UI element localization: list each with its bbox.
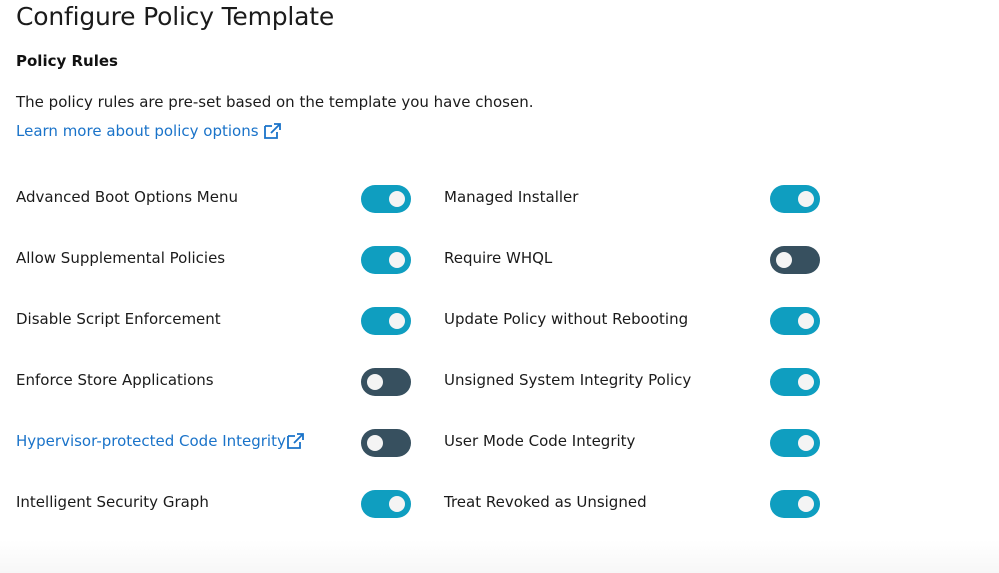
toggle-advanced-boot-options-menu[interactable] [361,185,411,213]
page-title: Configure Policy Template [16,2,335,31]
rule-label: User Mode Code Integrity [444,432,636,450]
toggle-intelligent-security-graph[interactable] [361,490,411,518]
external-link-icon [286,433,304,449]
rule-disable-script-enforcement: Disable Script Enforcement [16,304,221,334]
toggle-knob [389,496,405,512]
section-description: The policy rules are pre-set based on th… [16,93,534,111]
toggle-knob [798,435,814,451]
hypervisor-protected-code-integrity-link[interactable]: Hypervisor-protected Code Integrity [16,432,306,450]
toggle-knob [367,435,383,451]
toggle-knob [798,496,814,512]
rule-label: Enforce Store Applications [16,371,214,389]
rule-advanced-boot-options-menu: Advanced Boot Options Menu [16,182,238,212]
toggle-knob [798,374,814,390]
toggle-require-whql[interactable] [770,246,820,274]
rule-enforce-store-applications: Enforce Store Applications [16,365,214,395]
rule-hypervisor-protected-code-integrity: Hypervisor-protected Code Integrity [16,426,306,456]
toggle-managed-installer[interactable] [770,185,820,213]
rule-label: Advanced Boot Options Menu [16,188,238,206]
toggle-knob [798,191,814,207]
rule-update-policy-without-rebooting: Update Policy without Rebooting [444,304,688,334]
rule-label: Require WHQL [444,249,553,267]
rule-label: Managed Installer [444,188,579,206]
toggle-knob [776,252,792,268]
toggle-hypervisor-protected-code-integrity[interactable] [361,429,411,457]
rule-label: Update Policy without Rebooting [444,310,689,328]
toggle-enforce-store-applications[interactable] [361,368,411,396]
rule-treat-revoked-as-unsigned: Treat Revoked as Unsigned [444,487,647,517]
toggle-knob [798,313,814,329]
learn-more-link-text: Learn more about policy options [16,122,259,140]
toggle-update-policy-without-rebooting[interactable] [770,307,820,335]
learn-more-link[interactable]: Learn more about policy options [16,122,283,140]
rule-label: Treat Revoked as Unsigned [444,493,647,511]
rule-user-mode-code-integrity: User Mode Code Integrity [444,426,635,456]
toggle-knob [367,374,383,390]
rule-label: Disable Script Enforcement [16,310,221,328]
rule-label: Unsigned System Integrity Policy [444,371,692,389]
toggle-user-mode-code-integrity[interactable] [770,429,820,457]
toggle-knob [389,191,405,207]
rule-label: Allow Supplemental Policies [16,249,226,267]
rule-allow-supplemental-policies: Allow Supplemental Policies [16,243,225,273]
rule-label: Hypervisor-protected Code Integrity [16,432,286,450]
rule-intelligent-security-graph: Intelligent Security Graph [16,487,209,517]
toggle-unsigned-system-integrity-policy[interactable] [770,368,820,396]
section-title: Policy Rules [16,52,118,70]
toggle-knob [389,252,405,268]
toggle-knob [389,313,405,329]
toggle-disable-script-enforcement[interactable] [361,307,411,335]
rule-managed-installer: Managed Installer [444,182,578,212]
toggle-allow-supplemental-policies[interactable] [361,246,411,274]
rule-unsigned-system-integrity-policy: Unsigned System Integrity Policy [444,365,691,395]
rule-require-whql: Require WHQL [444,243,552,273]
rule-label: Intelligent Security Graph [16,493,209,511]
external-link-icon [263,123,281,139]
toggle-treat-revoked-as-unsigned[interactable] [770,490,820,518]
